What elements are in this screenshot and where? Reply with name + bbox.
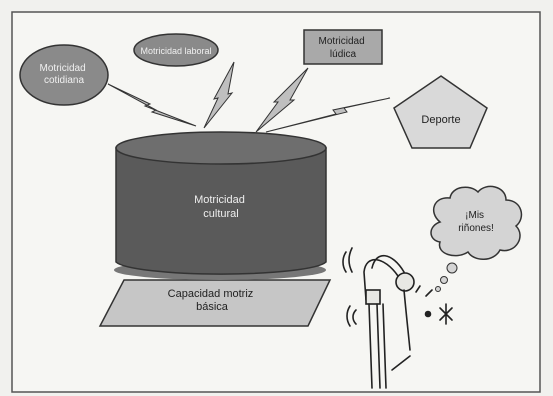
pain-mark-3 <box>346 305 351 327</box>
bolt-ludica <box>255 67 309 133</box>
bubble-line-2: riñones! <box>458 223 494 234</box>
cotidiana-line-1: Motricidad <box>40 63 86 74</box>
motricidad-cultural-cylinder <box>115 147 327 275</box>
bubble-line-1: ¡Mis <box>465 210 484 221</box>
bolt-deporte <box>265 97 391 133</box>
person-back <box>363 258 399 301</box>
ludica-line-1: Motricidad <box>319 36 365 47</box>
cloud-dot-1 <box>446 262 458 274</box>
deporte-label: Deporte <box>421 114 460 126</box>
cultural-line-2: cultural <box>203 208 238 220</box>
cylinder-top <box>115 131 327 165</box>
cloud-dot-3 <box>435 286 441 292</box>
pain-sparkle <box>439 303 453 325</box>
pain-mark-5 <box>415 285 421 293</box>
ludica-line-2: lúdica <box>330 49 357 60</box>
capacidad-motriz-basica-label: Capacidad motriz básica <box>168 288 257 313</box>
motricidad-laboral-label: Motricidad laboral <box>140 46 211 56</box>
bent-person-figure <box>342 247 453 389</box>
pain-mark-4 <box>352 309 357 325</box>
deporte-shape <box>393 75 488 149</box>
motricidad-cultural-label: Motricidad cultural <box>194 194 248 220</box>
person-hip <box>365 289 381 305</box>
cloud-dot-2 <box>440 276 448 284</box>
person-head <box>395 272 415 292</box>
capacidad-line-2: básica <box>196 301 229 313</box>
pain-mark-6 <box>425 289 433 297</box>
motricidad-cotidiana-label: Motricidad cotidiana <box>40 63 89 86</box>
capacidad-motriz-basica-shape <box>98 279 332 327</box>
cotidiana-line-2: cotidiana <box>44 75 84 86</box>
pain-mark-1 <box>348 247 353 273</box>
ground-stroke <box>391 355 411 371</box>
person-arm <box>403 289 411 351</box>
motricidad-ludica-label: Motricidad lúdica <box>319 36 368 60</box>
person-leg-right-2 <box>382 303 387 389</box>
speech-cloud-shape <box>430 185 523 260</box>
motricidad-laboral-shape <box>133 33 219 67</box>
speech-bubble-label: ¡Mis riñones! <box>458 210 494 234</box>
motricidad-ludica-shape <box>303 29 383 65</box>
person-leg-left <box>368 303 373 389</box>
person-back-inner <box>371 254 405 273</box>
capacidad-line-1: Capacidad motriz <box>168 288 254 300</box>
motricidad-cotidiana-shape <box>19 44 109 106</box>
lightning-bolts <box>107 61 391 133</box>
person-leg-right <box>376 303 381 389</box>
pain-dot <box>424 310 432 318</box>
speech-cloud: ¡Mis riñones! <box>430 185 523 292</box>
bolt-laboral <box>203 61 235 129</box>
pain-mark-2 <box>342 251 347 273</box>
cultural-line-1: Motricidad <box>194 194 245 206</box>
bolt-cotidiana <box>107 83 197 127</box>
